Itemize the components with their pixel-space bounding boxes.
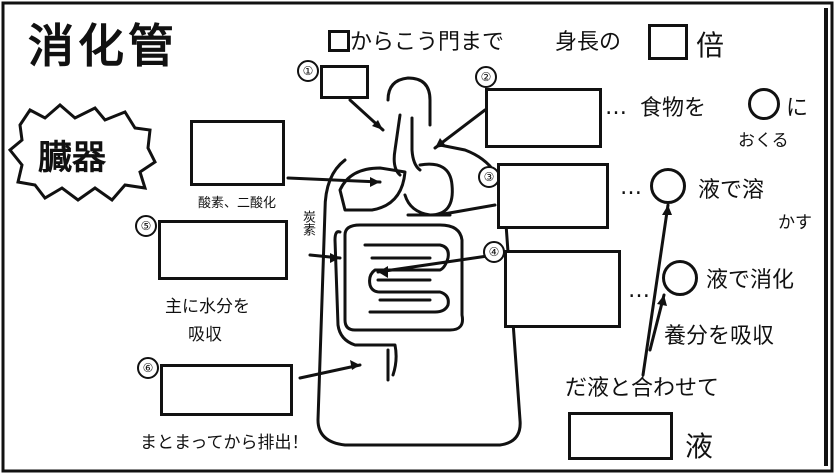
dots-4: … [628,278,650,303]
number-6: ⑥ [137,357,159,379]
answer-circle-intestinal-juice[interactable] [662,260,698,296]
answer-circle-organ[interactable] [748,88,780,120]
answer-box-saliva-liquid[interactable] [568,412,673,460]
answer-box-liver[interactable] [190,120,285,186]
answer-box-1-mouth[interactable] [320,65,369,99]
answer-box-3-stomach[interactable] [497,163,609,229]
kasu-text: かす [778,213,812,233]
eki-text: 液 [685,430,714,463]
ni-text: に [786,96,809,121]
answer-box-2-esophagus[interactable] [485,88,602,148]
number-2: ② [475,66,497,88]
excrete-text: まとまってから排出！ [140,433,309,453]
length-text: からこう門まで [350,30,505,55]
number-4: ④ [483,241,505,263]
answer-box-6-rectum[interactable] [160,364,293,416]
number-3: ③ [478,166,500,188]
food-to-text: 食物を [640,96,707,121]
page-title: 消化管 [28,19,178,73]
organs-label: 臓器 [38,138,106,178]
body-height-text: 身長の [555,30,622,55]
saliva-text: だ液と合わせて [565,376,720,401]
mouth-blank-box[interactable] [328,30,350,52]
answer-box-4-small-intestine[interactable] [504,250,621,328]
gas-label-1: 酸素、二酸化 [198,196,277,211]
number-1: ① [297,60,319,82]
gas-label-2: 炭素 [300,210,315,236]
length-multiple-answer-box[interactable] [648,24,688,60]
dots-3: … [620,175,642,200]
nutrient-absorb-text: 養分を吸収 [664,324,775,349]
okuru-text: おくる [738,131,789,151]
answer-circle-stomach-juice[interactable] [650,168,686,204]
stomach-juice-text: 液で溶 [698,178,765,203]
times-text: 倍 [696,29,725,62]
water-absorb-text-2: 吸収 [188,325,222,345]
answer-box-5-large-intestine[interactable] [158,220,288,280]
arrow-heads [330,120,672,370]
water-absorb-text-1: 主に水分を [165,297,250,317]
dots-2: … [605,95,627,120]
intestinal-juice-text: 液で消化 [706,268,795,293]
number-5: ⑤ [135,215,157,237]
